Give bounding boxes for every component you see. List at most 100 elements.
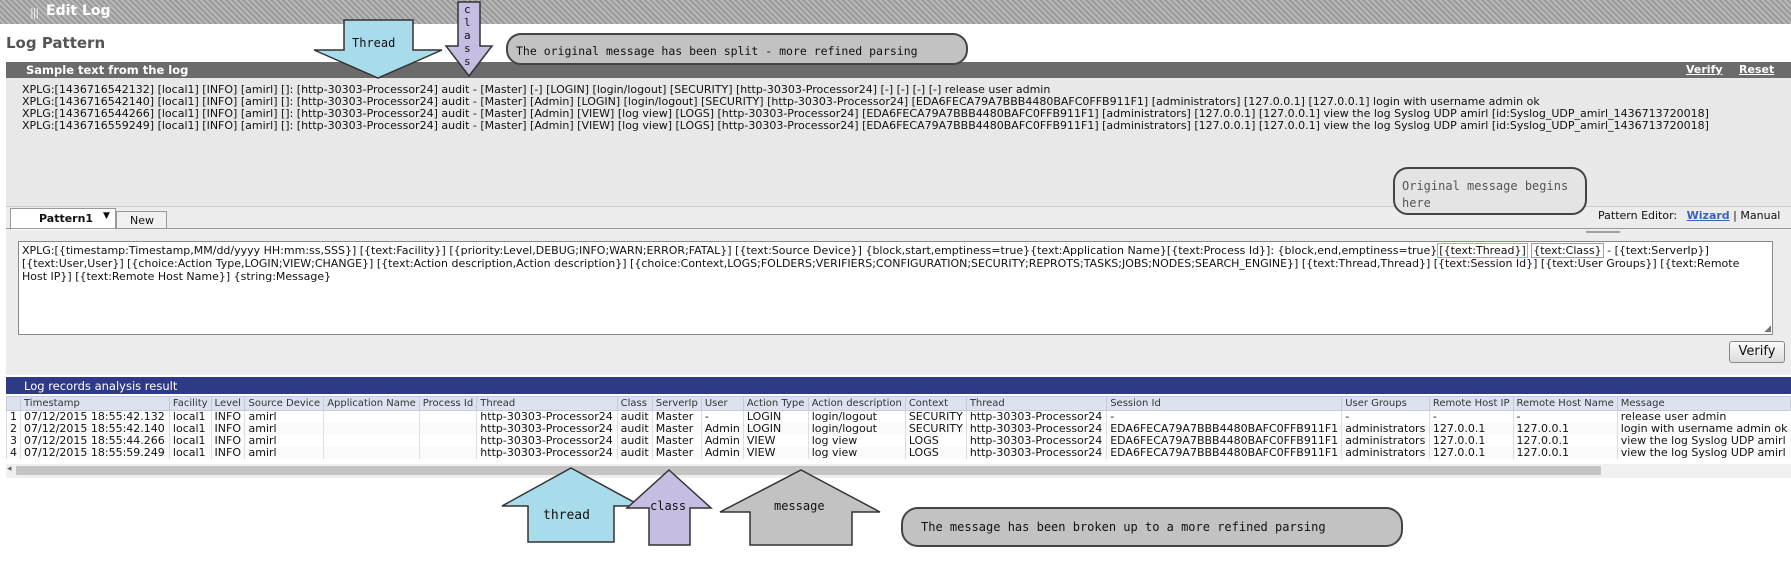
table-cell: 127.0.0.1 [1512,447,1618,459]
thread-top-label: Thread [352,36,396,50]
reset-link[interactable]: Reset [1739,63,1775,76]
scroll-left-icon[interactable]: ◂ [7,464,12,474]
chevron-down-icon[interactable]: ▼ [103,211,110,221]
table-cell [418,423,477,435]
table-cell: LOGIN [742,410,809,423]
resize-handle-icon[interactable]: ◢ [1764,324,1771,334]
mode-separator: | [1733,209,1737,222]
table-cell: login with username admin ok [1616,423,1791,435]
column-header[interactable]: ServerIp [651,396,702,411]
column-header[interactable]: Action Type [742,396,809,411]
verify-link[interactable]: Verify [1686,63,1723,76]
table-cell: log view [807,435,906,447]
table-cell: login/logout [807,410,906,423]
table-cell: http-30303-Processor24 [476,447,618,459]
column-header[interactable]: Process Id [418,396,478,411]
table-cell: VIEW [742,435,809,447]
broken-note-text: The message has been broken up to a more… [921,520,1326,534]
table-cell: http-30303-Processor24 [965,410,1107,423]
column-header[interactable]: Context [904,396,967,411]
table-cell [323,423,420,435]
tab-new-label: New [130,214,154,227]
table-cell: 127.0.0.1 [1512,435,1618,447]
table-cell: EDA6FECA79A7BBB4480BAFC0FFB911F1 [1106,435,1342,447]
column-header[interactable]: Class [616,396,653,411]
verify-button[interactable]: Verify [1729,341,1785,363]
pattern-thread-token: [{text:Thread}] [1437,243,1528,258]
column-header[interactable]: Message [1616,396,1791,411]
table-cell: amirl [244,423,324,435]
pattern-editor-mode: Pattern Editor: Wizard | Manual [1598,209,1780,222]
table-cell: local1 [168,435,212,447]
column-header[interactable]: User [700,396,744,411]
table-cell: administrators [1341,423,1430,435]
scrollbar-thumb[interactable] [16,466,1601,475]
table-cell: - [1106,410,1342,423]
table-cell: LOGS [904,447,967,459]
table-cell [323,410,420,423]
table-cell: 07/12/2015 18:55:42.132 [20,410,170,423]
column-header[interactable]: Session Id [1106,396,1343,411]
class-bottom-label: class [650,499,687,513]
column-header[interactable]: Action description [807,396,906,411]
column-header[interactable] [6,396,21,411]
table-cell: 2 [6,423,21,435]
window-titlebar: ||| Edit Log [0,0,1791,24]
sample-line: XPLG:[1436716542132] [local1] [INFO] [am… [22,83,1051,96]
pattern-editor-label: Pattern Editor: [1598,209,1678,222]
column-header[interactable]: Facility [168,396,212,411]
column-header[interactable]: Thread [476,396,618,411]
sample-line: XPLG:[1436716544266] [local1] [INFO] [am… [22,107,1709,120]
table-cell: http-30303-Processor24 [476,410,618,423]
split-note-bubble [506,33,968,65]
column-header[interactable]: Remote Host Name [1512,396,1618,411]
pattern-line-1-tail: - [{text:ServerIp}] [1603,244,1709,257]
pattern-line-2: [{text:User,User}] [{choice:Action Type,… [22,257,1740,270]
class-arrow-bottom [625,468,713,546]
tab-new[interactable]: New [116,211,167,229]
table-cell: Master [651,423,702,435]
table-cell: amirl [244,447,324,459]
table-cell: EDA6FECA79A7BBB4480BAFC0FFB911F1 [1106,423,1342,435]
pattern-editor-textarea[interactable]: XPLG:[{timestamp:Timestamp,MM/dd/yyyy HH… [18,241,1773,335]
column-header[interactable]: Level [210,396,246,411]
table-cell: 4 [6,447,21,459]
table-cell: view the log Syslog UDP amirl [1616,435,1791,447]
table-cell: Master [651,447,702,459]
table-cell: Admin [700,423,744,435]
wizard-link[interactable]: Wizard [1686,209,1730,222]
class-arrow-top [444,1,494,78]
table-cell: local1 [168,410,212,423]
table-cell: LOGIN [742,423,809,435]
column-header[interactable]: Remote Host IP [1428,396,1514,411]
table-cell: audit [616,447,653,459]
table-cell: audit [616,435,653,447]
thread-bottom-label: thread [543,508,590,523]
column-header[interactable]: Application Name [323,396,420,411]
class-top-label: class [464,3,471,68]
table-cell: audit [616,410,653,423]
column-header[interactable]: Source Device [244,396,325,411]
sample-header: Sample text from the log Verify Reset [6,62,1791,78]
window-title: Edit Log [46,3,111,19]
table-cell: INFO [210,410,245,423]
table-cell [418,447,477,459]
column-header[interactable]: Thread [965,396,1108,411]
results-header-label: Log records analysis result [24,379,178,393]
table-cell [418,435,477,447]
column-header[interactable]: Timestamp [20,396,170,411]
table-cell: LOGS [904,435,967,447]
table-cell: administrators [1341,435,1430,447]
table-cell: SECURITY [904,410,967,423]
tab-pattern1[interactable]: Pattern1 ▼ [10,208,116,230]
manual-link[interactable]: Manual [1740,209,1781,222]
table-cell: amirl [244,410,324,423]
horizontal-scrollbar[interactable]: ◂ [6,464,1791,478]
column-header[interactable]: User Groups [1341,396,1430,411]
